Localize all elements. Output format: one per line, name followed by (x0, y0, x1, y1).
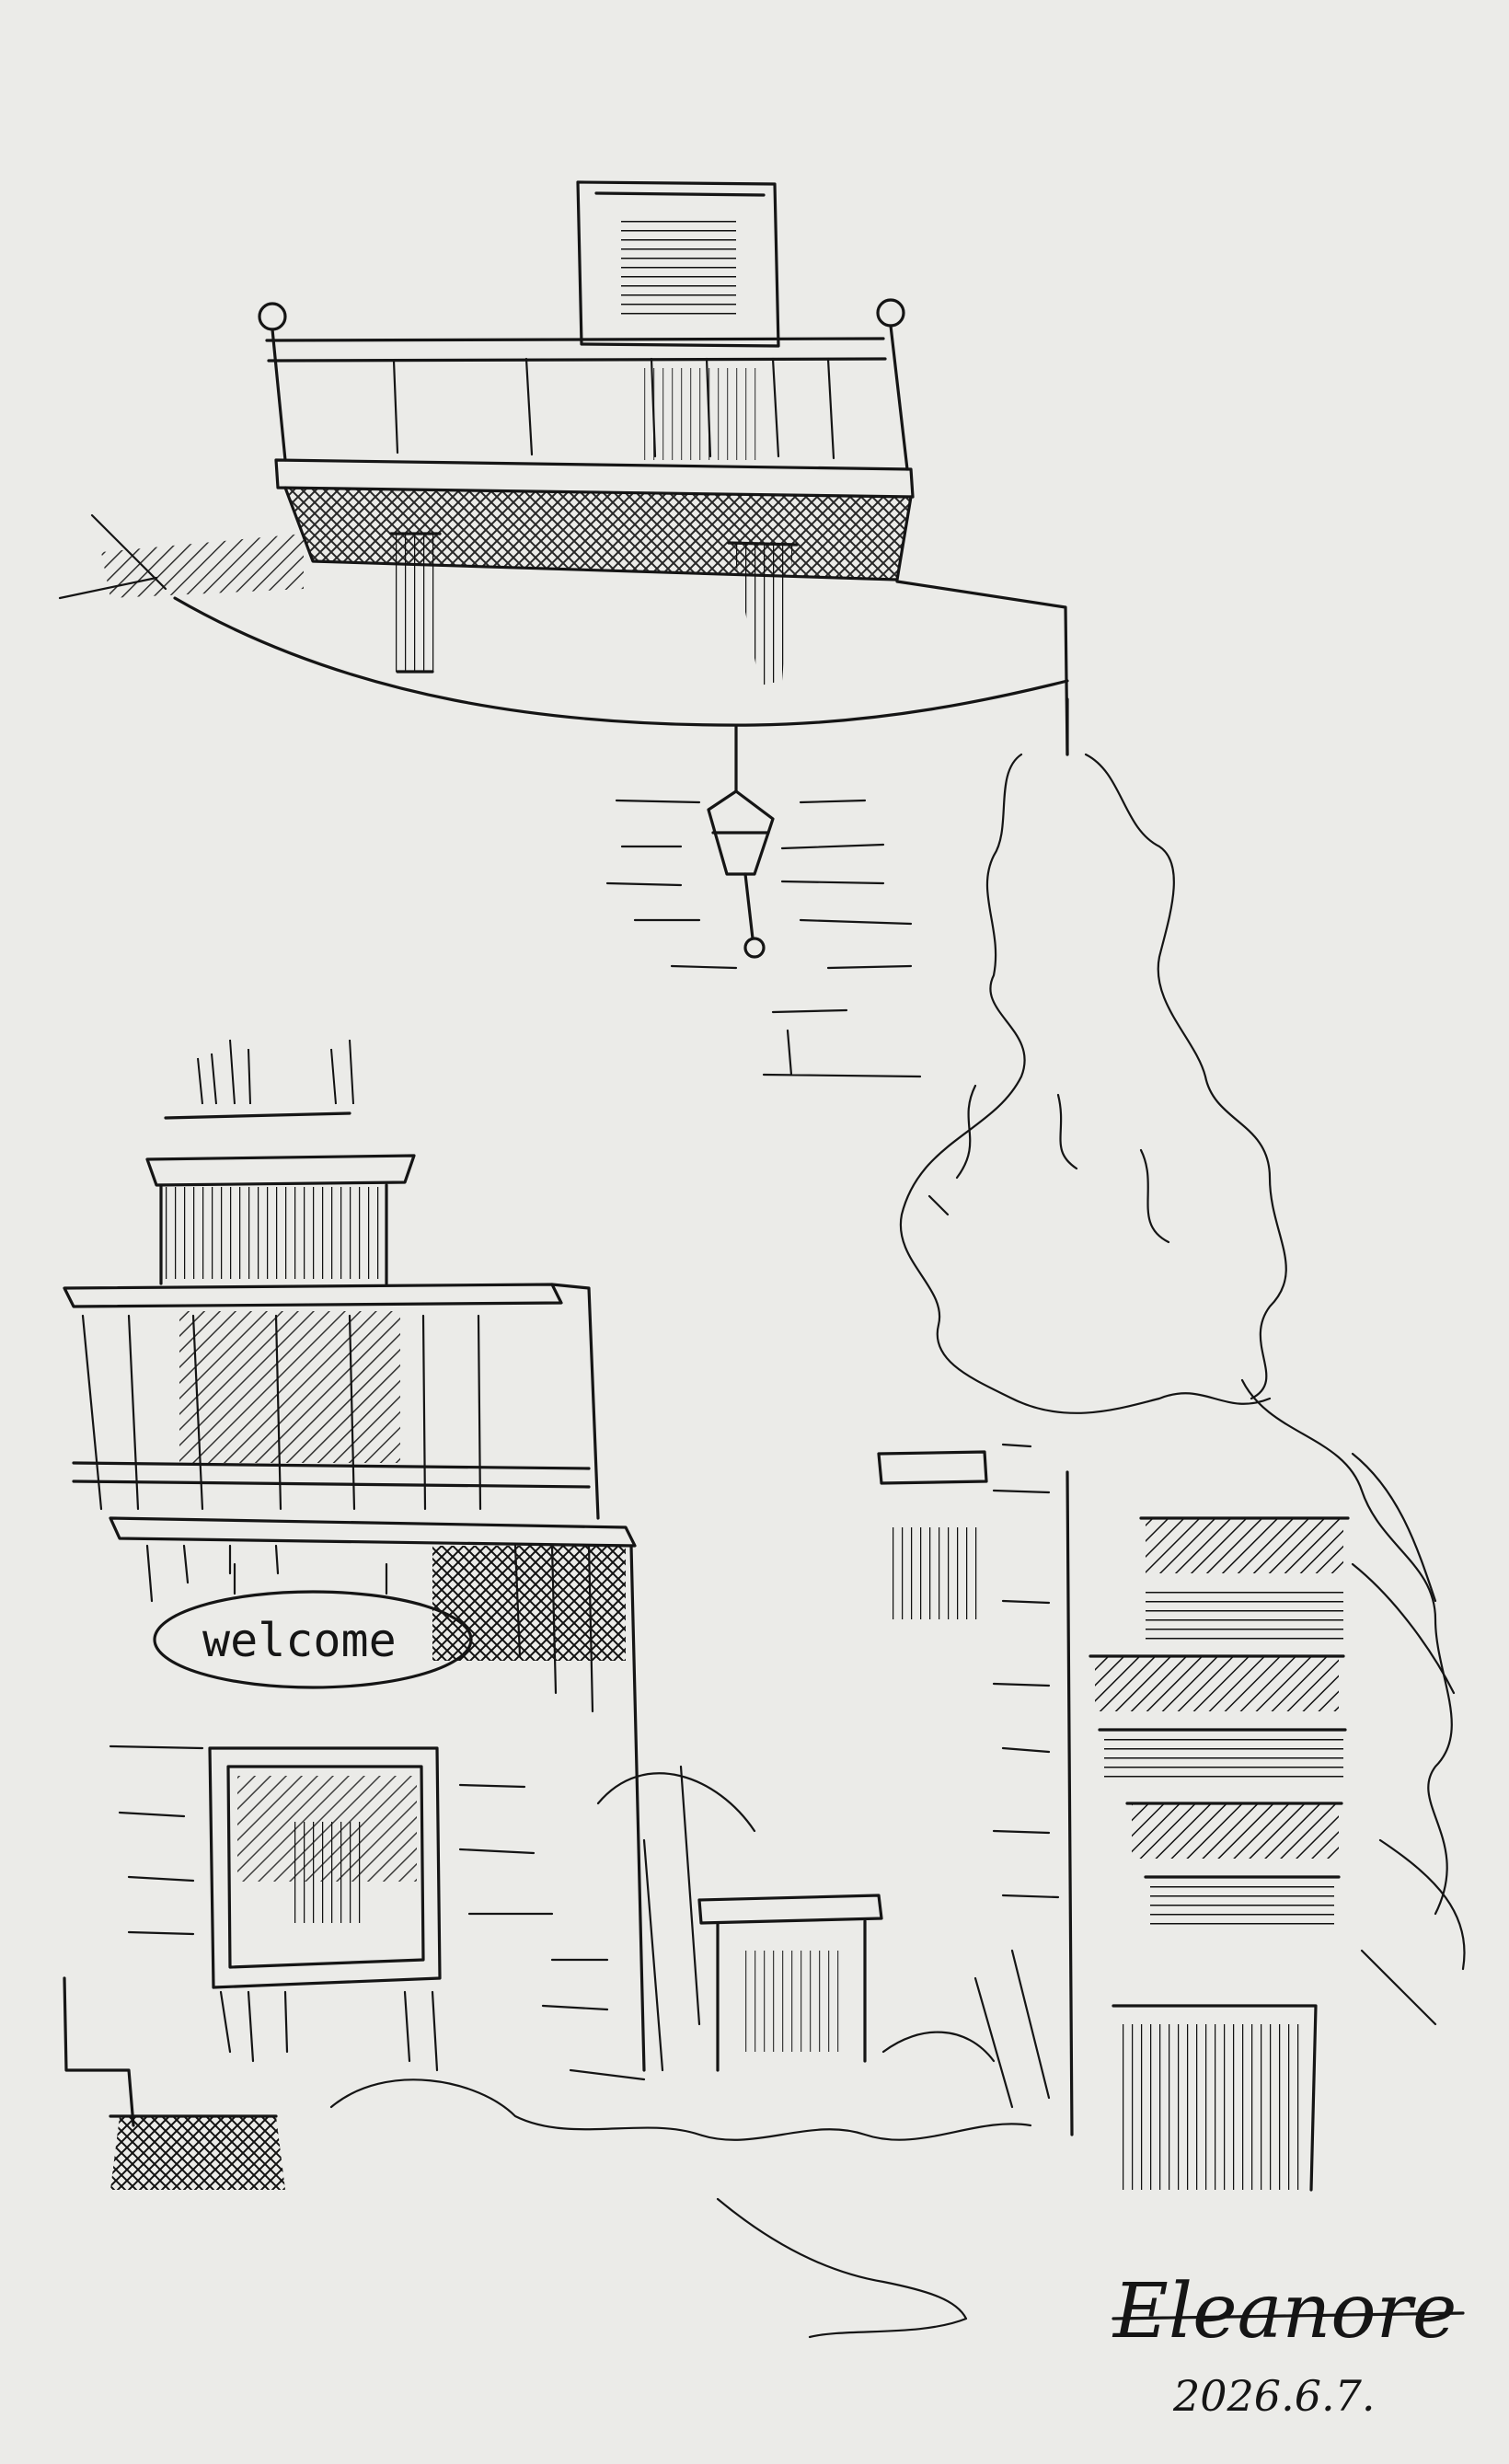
right-tower (877, 1443, 1466, 2192)
welcome-sign-text: welcome (202, 1614, 397, 1667)
left-building: welcome (63, 1039, 646, 2190)
artist-signature: Eleanore 2026.6.7. (1112, 2268, 1465, 2421)
garden-gate (329, 1765, 1051, 2339)
wall-and-lamp (173, 580, 1069, 1078)
balcony-upper (58, 180, 915, 685)
signature-text: Eleanore (1112, 2268, 1457, 2355)
tree (899, 753, 1453, 1916)
date-text: 2026.6.7. (1172, 2371, 1375, 2421)
